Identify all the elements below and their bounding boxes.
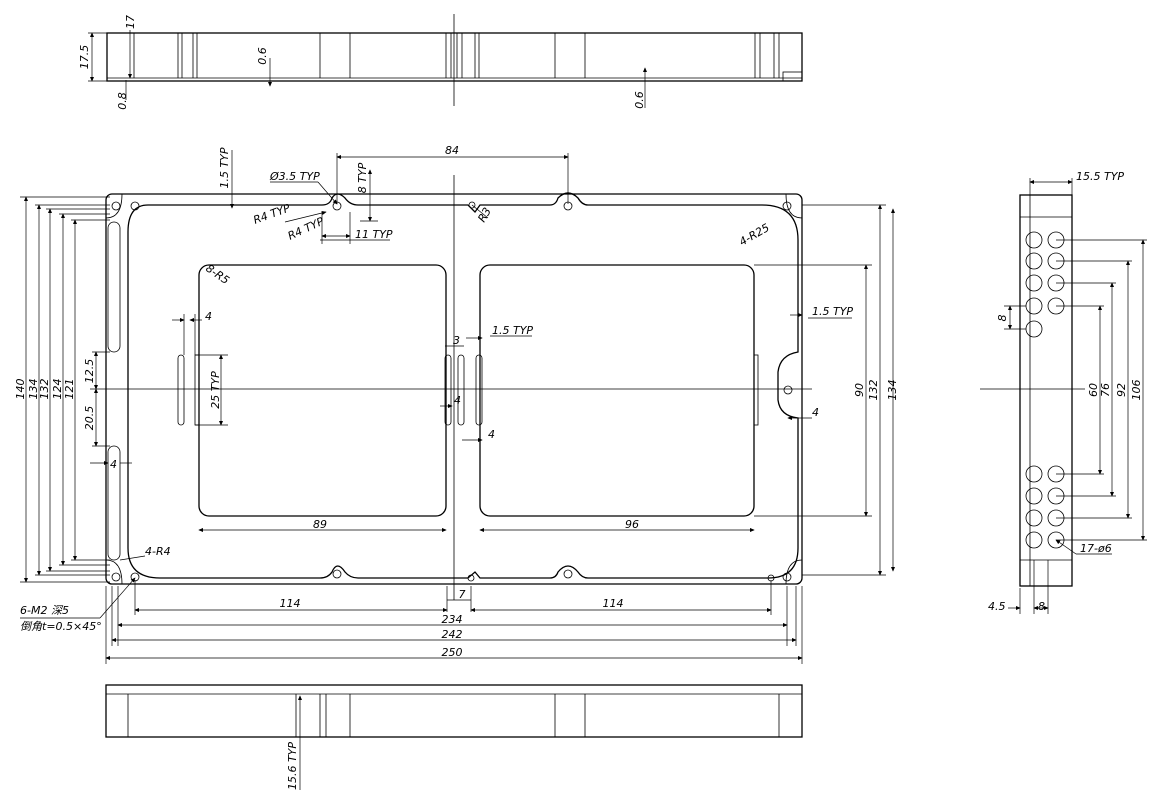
dim-4-5: 4.5: [988, 600, 1006, 613]
dim-4-slot-a: 4: [205, 310, 212, 323]
dim-134-right: 134: [886, 380, 899, 401]
dim-96: 96: [625, 518, 639, 531]
dim-15-5-typ: 15.5 TYP: [1076, 170, 1124, 183]
dim-4-slot-c: 4: [488, 428, 495, 441]
dim-20-5: 20.5: [83, 406, 96, 431]
bottom-view: 15.6 TYP: [105, 684, 803, 790]
inner-rim: [127, 192, 799, 579]
dim-8-typ: 8 TYP: [356, 162, 369, 193]
dim-17-5: 17.5: [78, 45, 91, 70]
connector-holes-top: [1025, 231, 1065, 338]
dim-0-6-wall: 0.6: [256, 47, 269, 65]
dim-242: 242: [442, 628, 463, 641]
dim-1-5-typ-top: 1.5 TYP: [218, 147, 231, 188]
dim-hole-dia: Ø3.5 TYP: [269, 170, 320, 183]
dim-25-typ: 25 TYP: [209, 371, 222, 409]
dim-90: 90: [853, 383, 866, 397]
dim-17: 17: [124, 15, 137, 29]
connector-holes-bottom: [1025, 465, 1065, 549]
dim-17-holes: 17-ø6: [1080, 542, 1112, 555]
dim-0-8: 0.8: [116, 92, 129, 110]
dim-4-left-slot: 4: [110, 458, 117, 471]
dim-r4-typ-b: R4 TYP: [286, 215, 326, 243]
dim-pitch-8-bottom: 8: [1038, 600, 1045, 613]
top-view-outline: [106, 32, 803, 82]
dim-4-right: 4: [812, 406, 819, 419]
dim-114-right: 114: [603, 597, 624, 610]
dim-0-6-floor: 0.6: [633, 91, 646, 109]
dim-132-right: 132: [867, 380, 880, 401]
note-chamfer: 倒角t=0.5×45°: [20, 620, 102, 633]
dim-pitch-8: 8: [996, 315, 1009, 322]
dim-4-slot-b: 4: [454, 394, 461, 407]
dim-234: 234: [442, 613, 463, 626]
plan-view: 140 134 132 124 121 12.5 20.5 4 1.5 TYP …: [14, 144, 899, 664]
dim-1-5-typ-center: 1.5 TYP: [492, 324, 533, 337]
left-slots: [107, 221, 121, 561]
dim-11-typ: 11 TYP: [355, 228, 393, 241]
dim-114-left: 114: [280, 597, 301, 610]
dim-84: 84: [445, 144, 459, 157]
dim-r3: R3: [475, 205, 494, 224]
left-pocket: [198, 264, 447, 517]
dim-92: 92: [1115, 383, 1128, 397]
dim-12-5: 12.5: [83, 359, 96, 384]
note-thread: 6-M2 深5: [20, 604, 69, 617]
dim-140: 140: [14, 379, 27, 400]
dim-1-5-typ-right: 1.5 TYP: [812, 305, 853, 318]
right-pocket: [479, 264, 755, 517]
dim-106: 106: [1130, 380, 1143, 401]
dim-7: 7: [459, 588, 466, 601]
dim-15-6-typ: 15.6 TYP: [286, 742, 299, 790]
side-view-outline: [1019, 194, 1073, 587]
note-4-r4: 4-R4: [145, 545, 171, 558]
dim-134: 134: [27, 379, 40, 400]
dim-121: 121: [63, 379, 76, 400]
dim-89: 89: [313, 518, 327, 531]
dim-250: 250: [442, 646, 463, 659]
dim-60: 60: [1087, 383, 1100, 397]
dim-124: 124: [51, 379, 64, 400]
dim-132: 132: [38, 379, 51, 400]
dim-4-r25: 4-R25: [737, 221, 772, 249]
side-view: 15.5 TYP 8 60 76 92 106 17-ø6: [980, 170, 1147, 614]
top-section-view: 17.5 17 0.6 0.8 0.6: [78, 14, 803, 110]
dim-3-gap: 3: [453, 334, 460, 347]
bottom-view-outline: [105, 684, 803, 738]
dim-76: 76: [1099, 383, 1112, 397]
